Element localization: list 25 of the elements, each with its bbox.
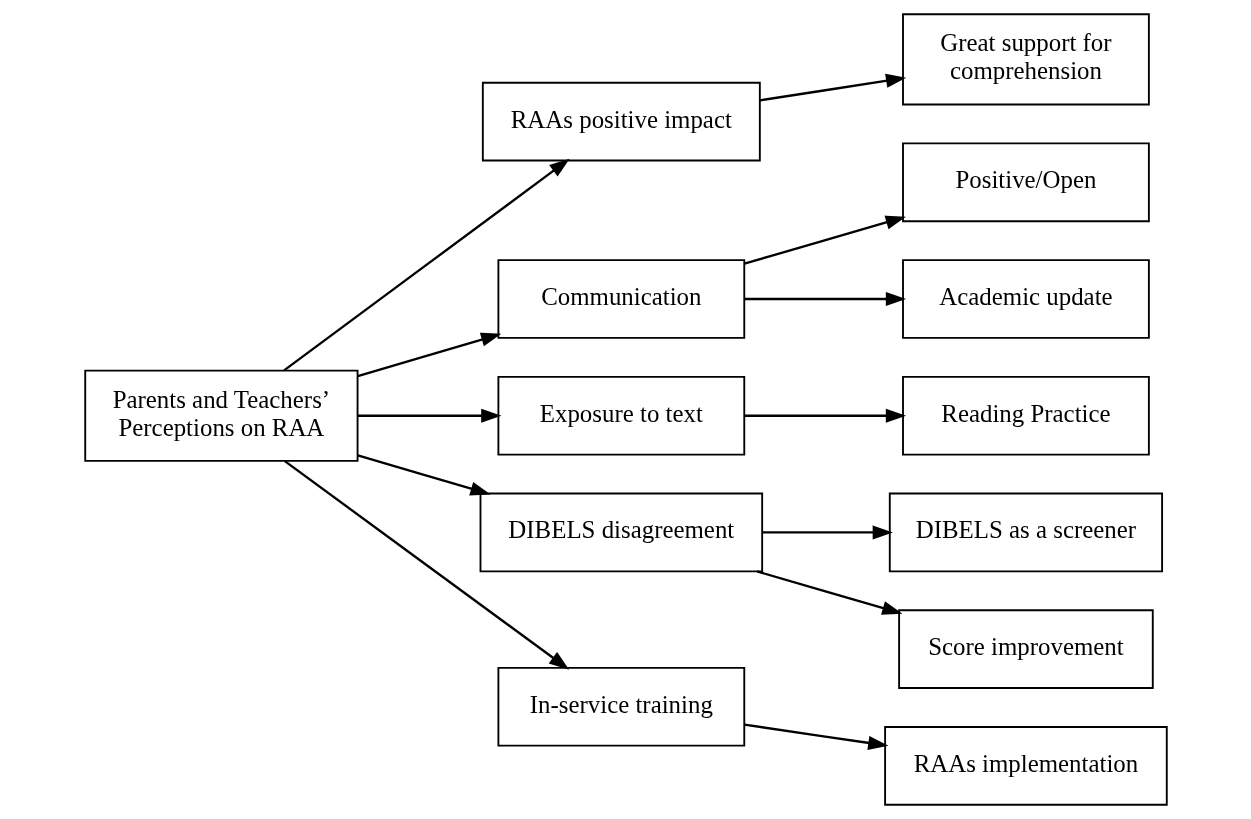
node-box: Exposure to text: [496, 375, 745, 456]
arrow: [743, 408, 906, 423]
arrow: [759, 73, 906, 102]
arrow: [761, 525, 893, 540]
node-box: Score improvement: [897, 609, 1154, 689]
node-box: DIBELS as a screener: [888, 492, 1163, 573]
arrow: [743, 215, 906, 265]
node-box: Academic update: [901, 259, 1150, 339]
node-box: RAAs implementation: [883, 726, 1168, 806]
node-box: RAAs positive impact: [481, 81, 761, 162]
node-box: Communication: [496, 259, 745, 339]
node-box: Parents and Teachers’ Perceptions on RAA: [83, 369, 358, 462]
node-box: In-service training: [496, 666, 745, 747]
node-box: Positive/Open: [901, 142, 1150, 223]
node-box: Great support for comprehension: [901, 13, 1150, 106]
node-box: DIBELS disagreement: [479, 492, 763, 573]
arrow: [357, 332, 501, 378]
arrow: [756, 570, 902, 615]
arrow: [282, 158, 570, 372]
arrow: [283, 459, 569, 670]
arrow: [743, 723, 888, 750]
node-box: Reading Practice: [901, 375, 1150, 456]
arrow: [743, 291, 906, 307]
arrow: [357, 454, 491, 496]
arrow: [357, 408, 501, 423]
